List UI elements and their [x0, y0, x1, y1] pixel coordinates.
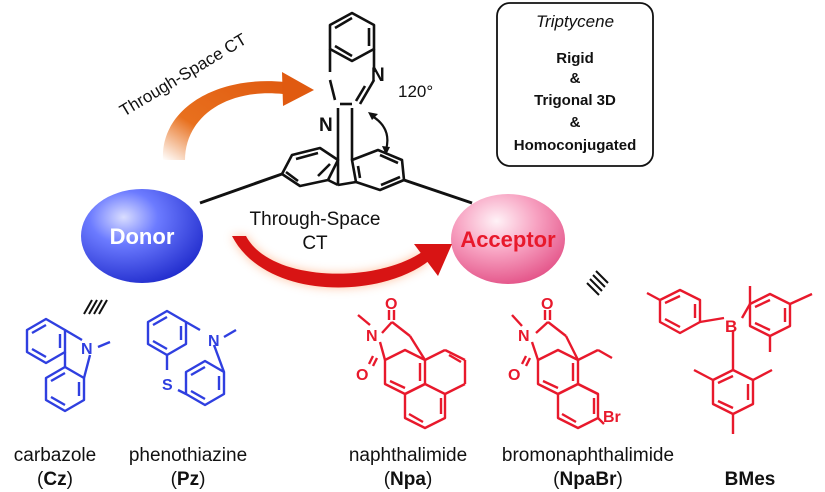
- top-ct-arrowhead: [282, 72, 314, 106]
- angle-arrowhead-top: [368, 112, 378, 120]
- pz-name: phenothiazine: [129, 445, 247, 466]
- info-line-amp-2: &: [570, 114, 581, 131]
- top-ct-arrow: [162, 81, 285, 160]
- donor-label: Donor: [110, 224, 175, 249]
- npabr-abbr: NpaBr: [559, 469, 617, 490]
- info-line-rigid: Rigid: [556, 50, 594, 67]
- mid-ct-label-line2: CT: [302, 233, 328, 254]
- top-ct-label: Through-Space CT: [116, 30, 250, 121]
- cz-name: carbazole: [14, 445, 96, 466]
- info-line-amp-1: &: [570, 70, 581, 87]
- bromonaphthalimide-br: Br: [603, 409, 621, 426]
- cz-abbr-line: (Cz): [37, 469, 73, 490]
- bromonaphthalimide-structure: [511, 310, 613, 430]
- acceptor-label: Acceptor: [460, 227, 556, 252]
- bromonaphthalimide-n: N: [518, 328, 530, 345]
- donor-equivalence-mark: [83, 299, 108, 315]
- triptycene-info-box: [496, 2, 654, 167]
- info-line-homoconjugated: Homoconjugated: [514, 137, 637, 154]
- triptycene-structure: [199, 11, 473, 205]
- naphthalimide-o-bottom: O: [356, 367, 368, 384]
- angle-arrow: [371, 115, 389, 151]
- angle-arrowhead-bottom: [382, 146, 390, 155]
- angle-label: 120°: [398, 82, 433, 101]
- phenothiazine-structure: [146, 309, 237, 407]
- npa-name: naphthalimide: [349, 445, 467, 466]
- bmes-b: B: [725, 317, 737, 336]
- pyrazine-n-left: N: [319, 115, 333, 136]
- carbazole-n: N: [81, 341, 93, 358]
- mid-ct-label-line1: Through-Space: [250, 209, 381, 230]
- donor-ellipse: [81, 189, 203, 283]
- npa-abbr-line: (Npa): [384, 469, 433, 490]
- cz-abbr: Cz: [43, 469, 66, 490]
- acceptor-equivalence-mark: [586, 270, 609, 296]
- bromonaphthalimide-o-top: O: [541, 296, 553, 313]
- carbazole-structure: [25, 317, 111, 413]
- naphthalimide-structure: [357, 310, 467, 430]
- middle-ct-arrow: [232, 236, 452, 288]
- npa-abbr: Npa: [390, 469, 426, 490]
- pyrazine-n-right: N: [371, 65, 385, 86]
- bmes-structure: [646, 286, 813, 434]
- pz-abbr-line: (Pz): [171, 469, 206, 490]
- info-box-title: Triptycene: [536, 12, 614, 31]
- npabr-name: bromonaphthalimide: [502, 445, 674, 466]
- bmes-abbr: BMes: [725, 469, 776, 490]
- npabr-abbr-line: (NpaBr): [553, 469, 623, 490]
- phenothiazine-s: S: [162, 377, 173, 394]
- naphthalimide-o-top: O: [385, 296, 397, 313]
- pz-abbr: Pz: [177, 469, 199, 490]
- bromonaphthalimide-o-bottom: O: [508, 367, 520, 384]
- info-line-trigonal: Trigonal 3D: [534, 92, 616, 109]
- acceptor-ellipse: [451, 194, 565, 284]
- naphthalimide-n: N: [366, 328, 378, 345]
- phenothiazine-n: N: [208, 333, 220, 350]
